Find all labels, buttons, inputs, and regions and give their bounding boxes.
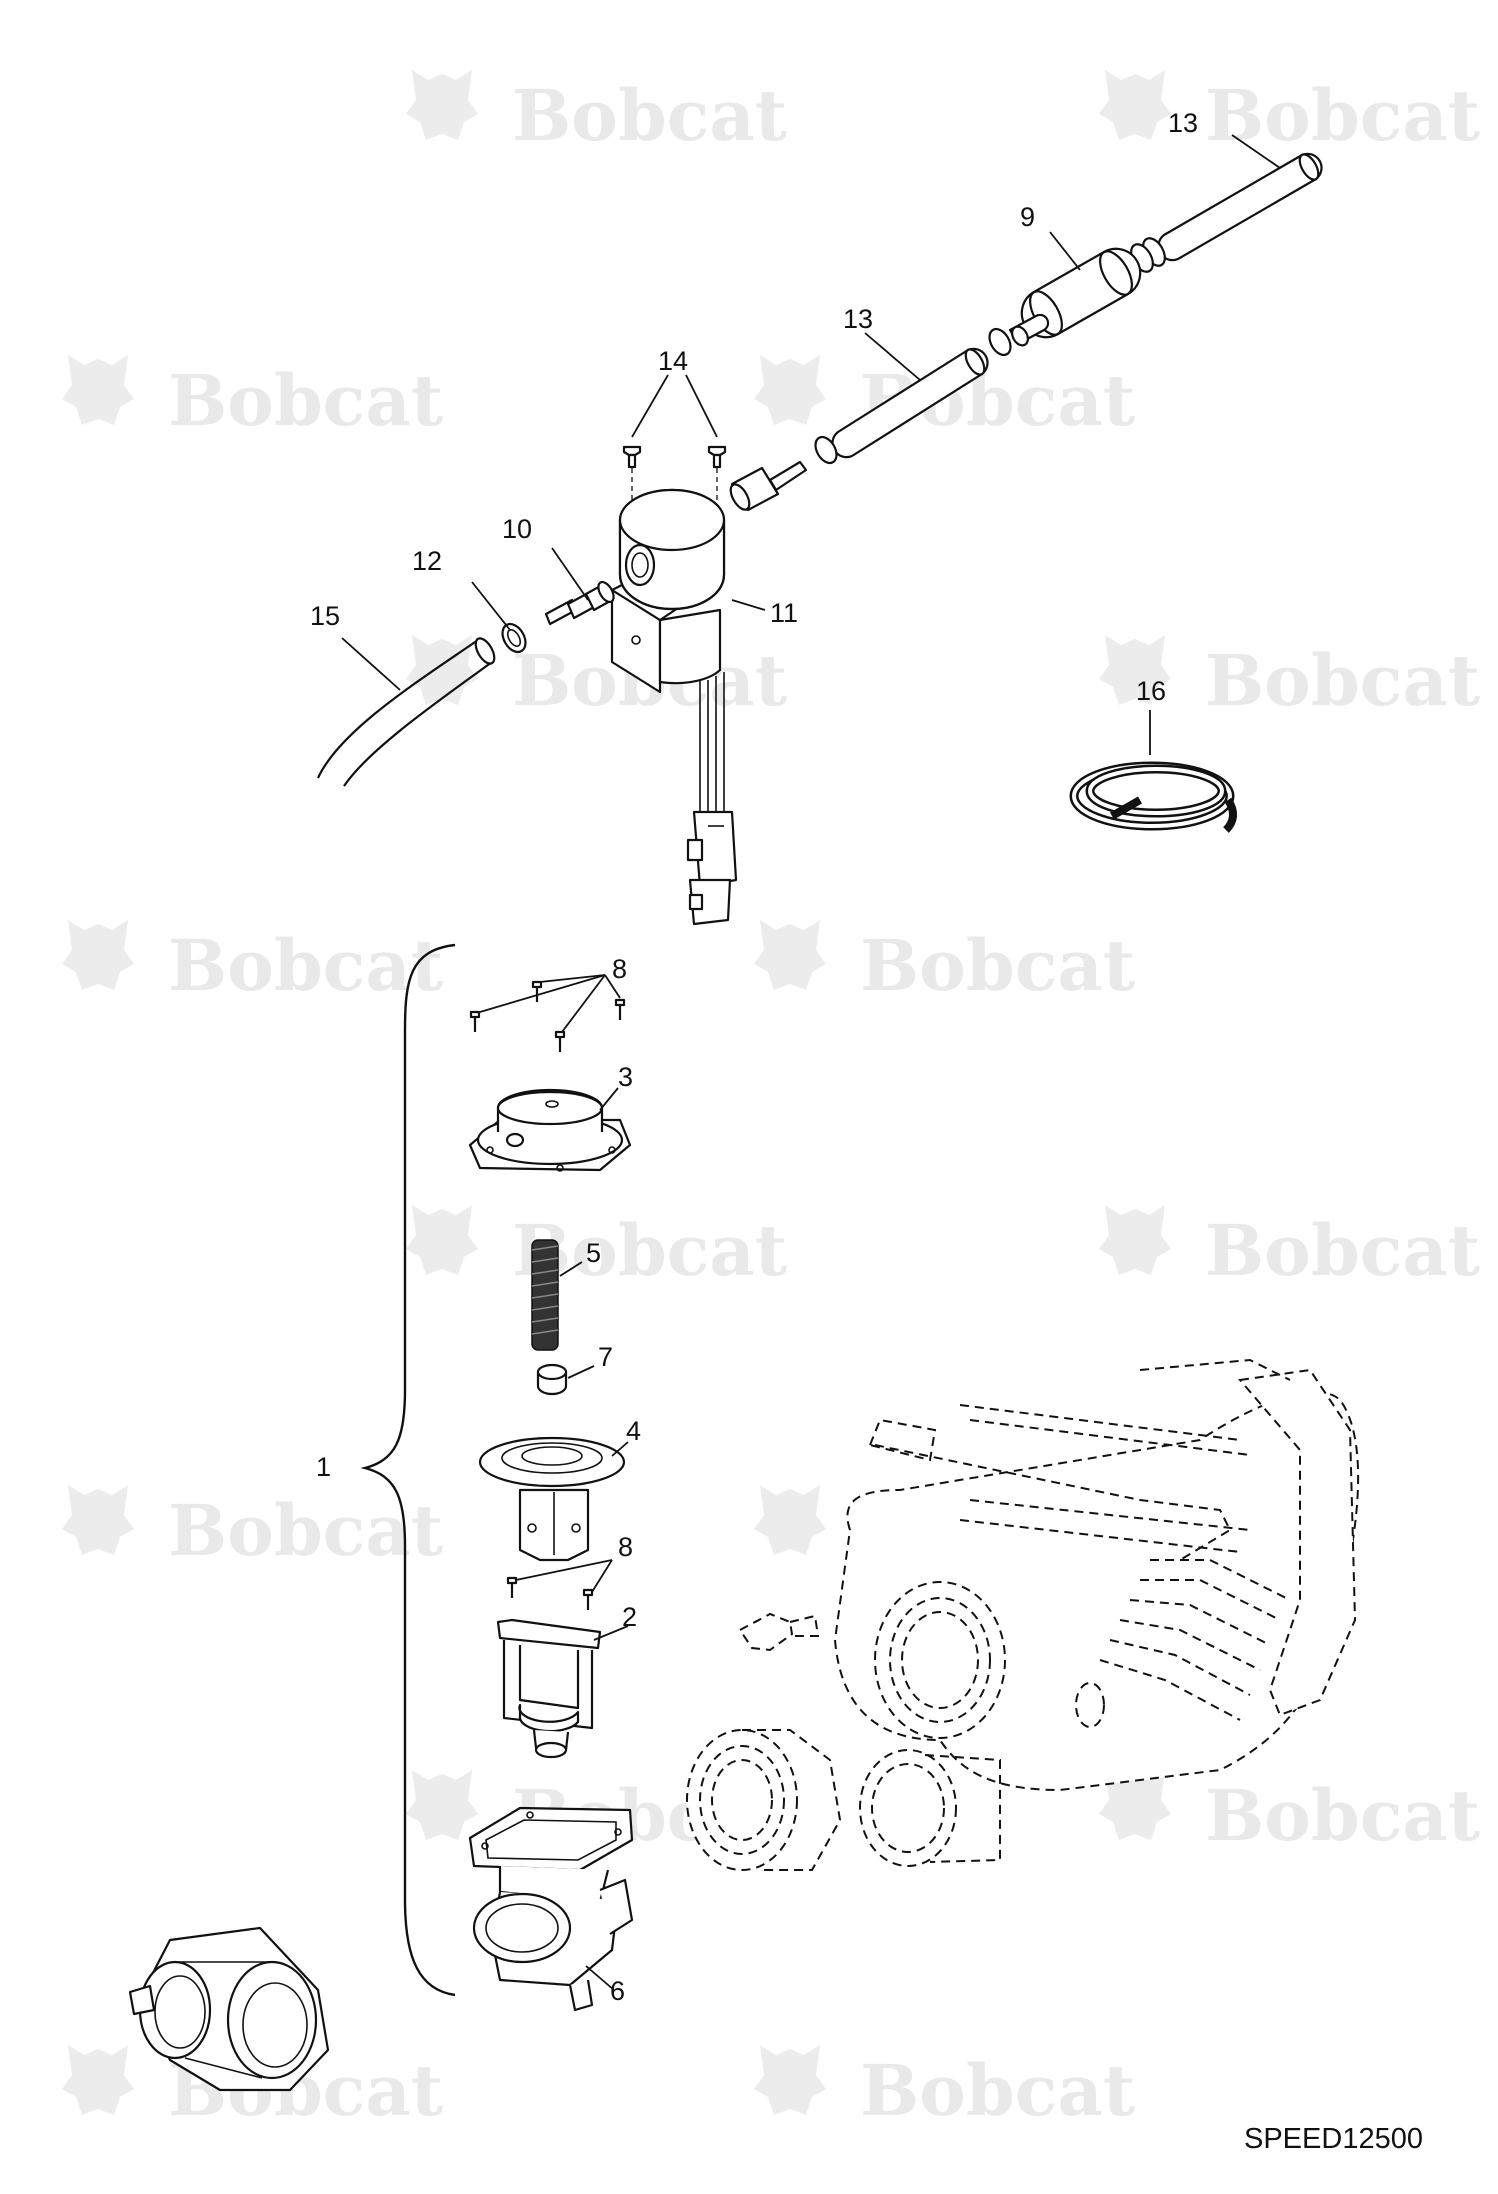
- watermark-text: Bobcat: [1205, 639, 1480, 722]
- callout-5: 5: [586, 1238, 601, 1268]
- watermark-text: Bobcat: [168, 1489, 443, 1572]
- callout-4: 4: [626, 1416, 641, 1446]
- part-11-solenoid-valve: [610, 488, 738, 926]
- watermark-text: Bobcat: [1205, 74, 1480, 157]
- callout-11: 11: [770, 598, 798, 628]
- part-14-screws: [622, 445, 727, 515]
- part-10-hose-barb: [544, 580, 615, 626]
- assembly-brace: [360, 943, 456, 1997]
- part-13-hose-right: [1157, 152, 1323, 262]
- clamp-left-of-hose: [814, 435, 838, 465]
- callout-8-bottom: 8: [618, 1532, 633, 1562]
- part-15-vacuum-hose: [317, 637, 496, 787]
- fitting-right: [729, 460, 808, 512]
- part-5-spring: [531, 1239, 559, 1351]
- part-9-inline-filter: [1008, 247, 1142, 347]
- callout-16: 16: [1136, 676, 1166, 706]
- callout-3: 3: [618, 1062, 633, 1092]
- watermark-7: Bobcat: [62, 920, 443, 1007]
- part-7-spring-seat: [536, 1363, 568, 1396]
- watermark-6: Bobcat: [1099, 635, 1480, 722]
- watermark-text: Bobcat: [1205, 1209, 1480, 1292]
- callout-10: 10: [502, 514, 532, 544]
- callout-2: 2: [622, 1602, 637, 1632]
- watermark-text: Bobcat: [1205, 1774, 1480, 1857]
- watermark-5: Bobcat: [406, 635, 787, 722]
- callout-1: 1: [316, 1452, 331, 1482]
- callout-9: 9: [1020, 202, 1035, 232]
- watermark-2: Bobcat: [1099, 70, 1480, 157]
- callout-15: 15: [310, 601, 340, 631]
- clamp-mid: [988, 327, 1012, 357]
- part-8-screws-top: [469, 980, 626, 1052]
- callout-13-middle: 13: [843, 304, 873, 334]
- callout-labels: 13 9 13 14 10 12 15 11 16 8 3 5 7 4 1 8 …: [310, 108, 1198, 2006]
- reference-engine-assembly: [686, 1358, 1360, 1871]
- watermark-14: Bobcat: [1099, 1770, 1480, 1857]
- watermark-text: Bobcat: [168, 924, 443, 1007]
- watermark-text: Bobcat: [512, 74, 787, 157]
- watermark-11: Bobcat: [62, 1485, 443, 1572]
- watermark-16: Bobcat: [754, 2045, 1135, 2132]
- callout-14: 14: [658, 346, 688, 376]
- watermark-10: Bobcat: [1099, 1205, 1480, 1292]
- watermark-3: Bobcat: [62, 355, 443, 442]
- part-12-hose-clamp: [501, 622, 527, 654]
- watermark-8: Bobcat: [754, 920, 1135, 1007]
- drawing-code: SPEED12500: [1244, 2123, 1423, 2155]
- part-16-coiled-hose: [1069, 761, 1237, 833]
- callout-13-right: 13: [1168, 108, 1198, 138]
- part-2-actuator-housing: [496, 1618, 602, 1759]
- part-4-diaphragm: [478, 1436, 626, 1562]
- callout-8-top: 8: [612, 954, 627, 984]
- watermark-text: Bobcat: [860, 924, 1135, 1007]
- part-3-diaphragm-cover: [468, 1088, 632, 1172]
- reference-hose-connector: [128, 1926, 330, 2092]
- callout-6: 6: [610, 1976, 625, 2006]
- watermark-1: Bobcat: [406, 70, 787, 157]
- watermark-text: Bobcat: [168, 359, 443, 442]
- part-6-valve-body: [468, 1806, 634, 2012]
- leader-lines: [341, 134, 1281, 1991]
- part-8-screws-bottom: [506, 1576, 594, 1610]
- watermark-text: Bobcat: [860, 2049, 1135, 2132]
- callout-7: 7: [598, 1342, 613, 1372]
- callout-12: 12: [412, 546, 442, 576]
